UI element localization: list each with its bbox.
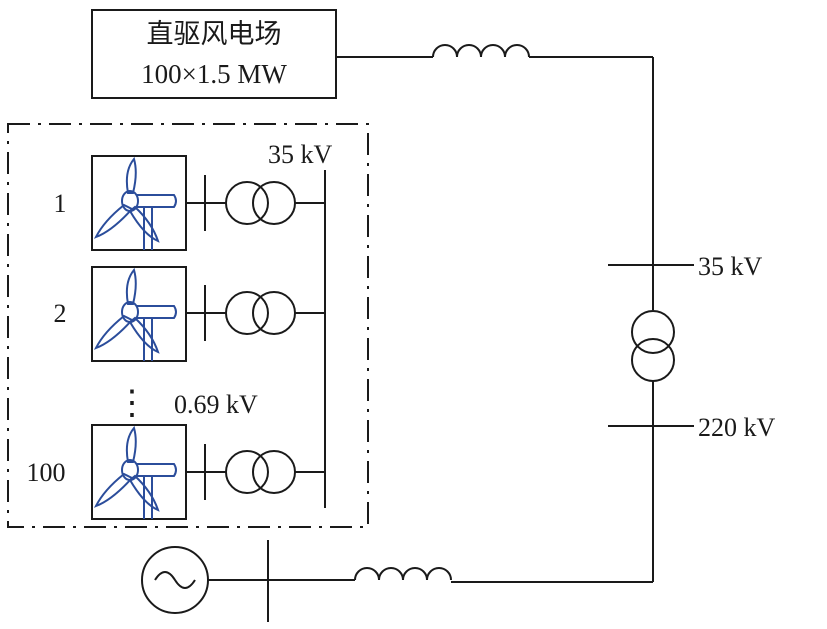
sine-wave-icon (154, 571, 196, 589)
turbine-box (91, 155, 187, 251)
top-feeder (336, 44, 654, 310)
turbine-index-label: 1 (54, 189, 67, 218)
turbine-row-2: 2 (54, 266, 325, 362)
wind-turbine-icon (93, 267, 177, 361)
turbine-box (91, 266, 187, 362)
turbine-voltage-label: 0.69 kV (174, 390, 258, 419)
turbine-index-label: 100 (27, 458, 66, 487)
transformer-winding-2 (252, 181, 296, 225)
hv-transformer-winding-2 (631, 338, 675, 382)
top-inductor (432, 44, 530, 58)
turbine-box (91, 424, 187, 520)
hv-substation: 35 kV 220 kV (608, 252, 776, 582)
transformer-winding-2 (252, 291, 296, 335)
turbine-index-label: 2 (54, 299, 67, 328)
turbine-rows: 1 2 100 (27, 155, 325, 520)
farm-box-frame (91, 9, 337, 99)
turbine-row-1: 1 (54, 155, 325, 251)
farm-box-title: 直驱风电场 (147, 19, 282, 50)
detailed-farm-boundary (7, 123, 369, 528)
wind-turbine-icon (93, 425, 177, 519)
bottom-inductor (354, 567, 452, 581)
transformer-winding-1 (225, 181, 269, 225)
hv-transformer-winding-1 (631, 310, 675, 354)
grid-connection (141, 540, 653, 622)
bus-35kv-hv-label: 35 kV (698, 252, 763, 281)
bus-220kv-label: 220 kV (698, 413, 776, 442)
transformer-winding-1 (225, 450, 269, 494)
collector-bus-label: 35 kV (268, 140, 333, 169)
turbine-row-100: 100 (27, 424, 325, 520)
transformer-winding-2 (252, 450, 296, 494)
wind-turbine-icon (93, 156, 177, 250)
turbine-ellipsis: ⋮ (115, 385, 149, 422)
wind-farm-equivalent-box: 直驱风电场 100×1.5 MW (91, 9, 337, 99)
transformer-winding-1 (225, 291, 269, 335)
farm-box-rating: 100×1.5 MW (141, 59, 287, 89)
